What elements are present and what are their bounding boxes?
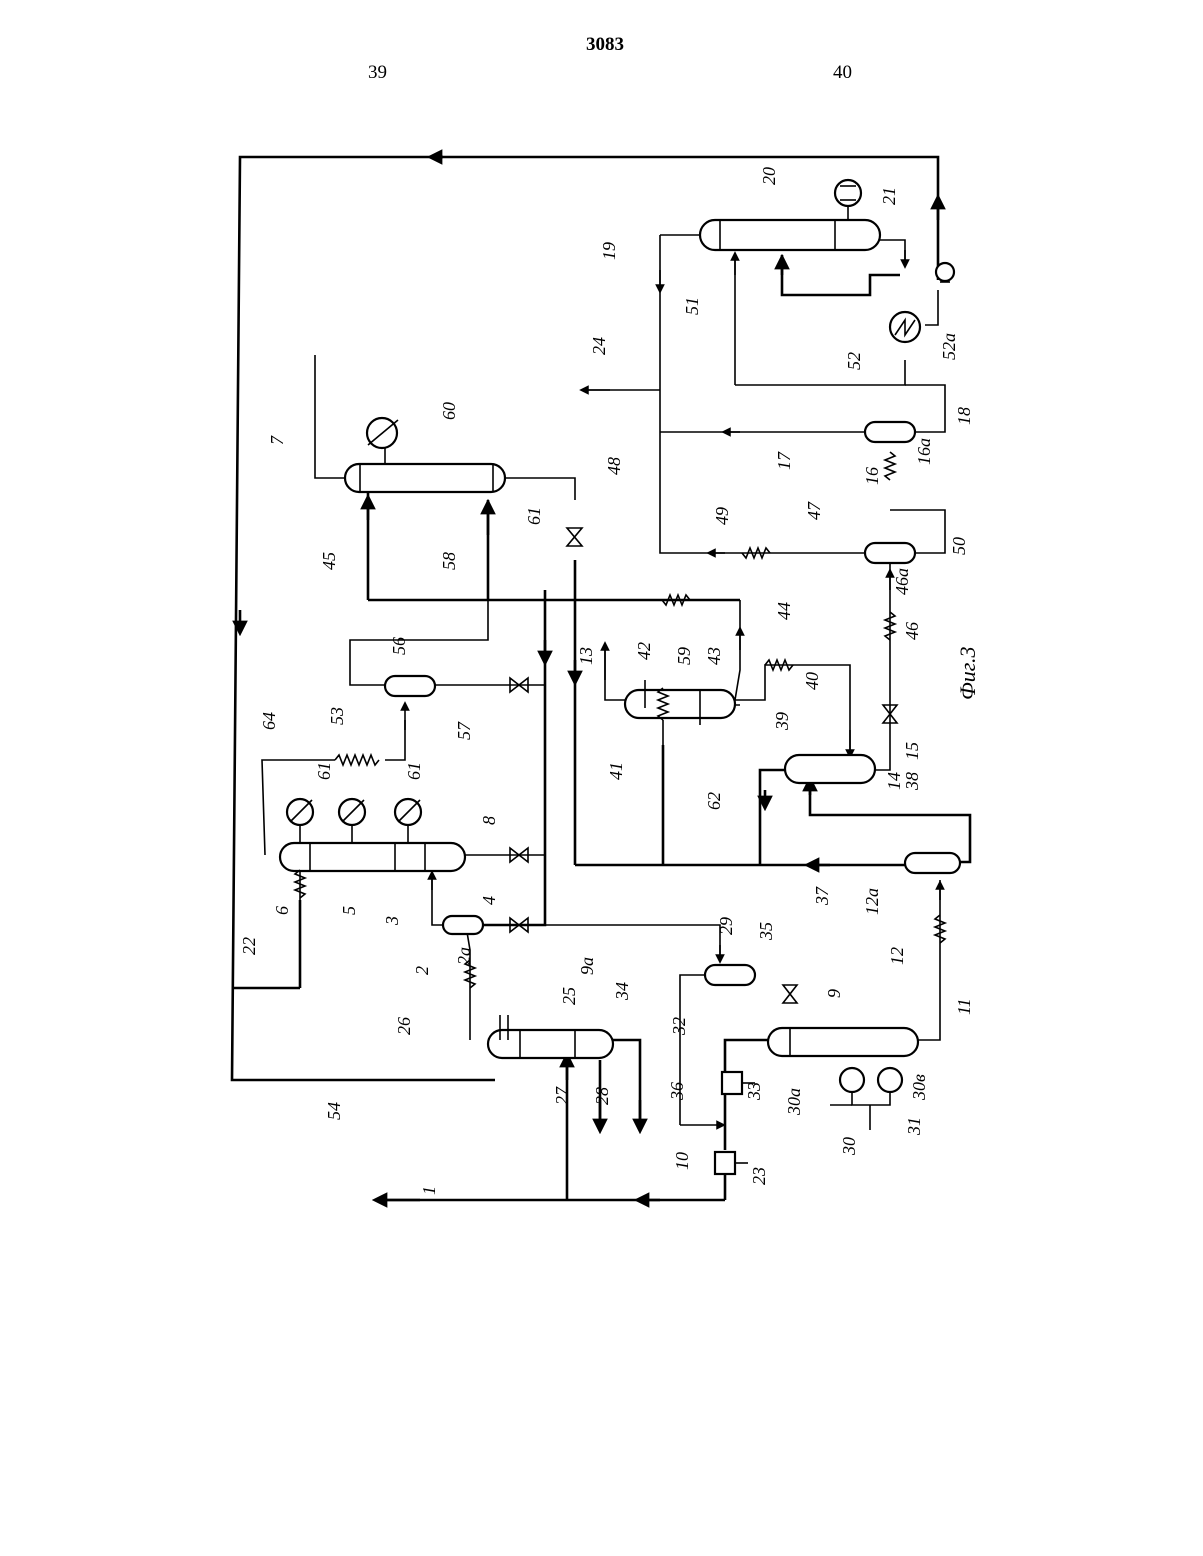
label-33: 33 [744,1082,764,1101]
label-43: 43 [704,647,724,665]
column-5 [280,843,465,871]
label-53: 53 [327,707,347,725]
label-48: 48 [604,457,624,475]
label-16a: 16а [914,438,934,465]
label-7: 7 [267,435,287,445]
label-6: 6 [272,906,292,915]
vessel-2a [443,916,483,934]
label-31: 31 [904,1117,924,1136]
pump-52a [936,263,954,281]
vessel-56 [385,676,435,696]
label-44: 44 [774,602,794,620]
label-2a: 2а [454,947,474,965]
label-37: 37 [812,886,832,906]
label-30b: 30в [909,1074,929,1101]
column-25 [488,1030,613,1058]
label-30: 30 [839,1137,859,1156]
label-17: 17 [774,451,794,470]
label-56: 56 [389,637,409,655]
label-29: 29 [716,917,736,935]
label-32: 32 [669,1017,689,1036]
label-45: 45 [319,552,339,570]
label-27: 27 [552,1086,572,1105]
label-16: 16 [862,467,882,485]
label-14: 14 [884,772,904,790]
vessel-42 [625,690,735,718]
label-20: 20 [759,167,779,185]
label-24: 24 [589,337,609,355]
label-52: 52 [844,352,864,370]
equipment [280,180,960,1174]
label-47: 47 [804,501,824,520]
vessel-12a [905,853,960,873]
label-61-c: 61 [524,507,544,525]
label-9: 9 [824,989,844,998]
label-19: 19 [599,242,619,260]
label-23: 23 [749,1167,769,1185]
label-11: 11 [954,998,974,1015]
label-64: 64 [259,712,279,730]
label-52a: 52а [939,333,959,360]
label-10: 10 [672,1152,692,1170]
label-15: 15 [902,742,922,760]
label-54: 54 [324,1102,344,1120]
label-40: 40 [802,672,822,690]
label-26: 26 [394,1017,414,1035]
label-13: 13 [576,647,596,665]
vessel-46a [865,543,915,563]
label-9a: 9а [577,957,597,975]
label-34: 34 [612,982,632,1001]
label-35: 35 [756,922,776,941]
heat-exchange-coils [295,452,945,988]
label-61-b: 61 [404,762,424,780]
label-62: 62 [704,792,724,810]
label-60: 60 [439,402,459,420]
label-1: 1 [419,1186,439,1195]
label-2: 2 [412,966,432,975]
label-12a: 12а [862,888,882,915]
label-3: 3 [382,916,402,926]
label-46: 46 [902,622,922,640]
label-25: 25 [559,987,579,1005]
label-22: 22 [239,937,259,955]
label-58: 58 [439,552,459,570]
label-49: 49 [712,507,732,525]
label-57: 57 [454,721,474,740]
label-8: 8 [479,816,499,825]
label-51: 51 [682,297,702,315]
vessel-29 [705,965,755,985]
label-28: 28 [592,1087,612,1105]
condensers-61 [287,799,421,843]
label-41: 41 [606,762,626,780]
label-59: 59 [674,647,694,665]
label-39: 39 [772,712,792,731]
label-5: 5 [339,906,359,915]
label-38: 38 [902,772,922,791]
vessel-39 [785,755,875,783]
label-30a: 30а [784,1088,804,1116]
label-21: 21 [879,187,899,205]
label-36: 36 [667,1082,687,1101]
column-20 [700,220,880,250]
label-18: 18 [954,407,974,425]
heaters-30 [830,1068,902,1130]
label-50: 50 [949,537,969,555]
figure-caption: Фиг.3 [955,647,980,701]
label-42: 42 [634,642,654,660]
pump-23 [715,1152,748,1174]
vessel-16a [865,422,915,442]
label-12: 12 [887,947,907,965]
label-4: 4 [479,896,499,905]
label-61-a: 61 [314,762,334,780]
column-60 [345,464,505,492]
label-46a: 46а [892,568,912,595]
